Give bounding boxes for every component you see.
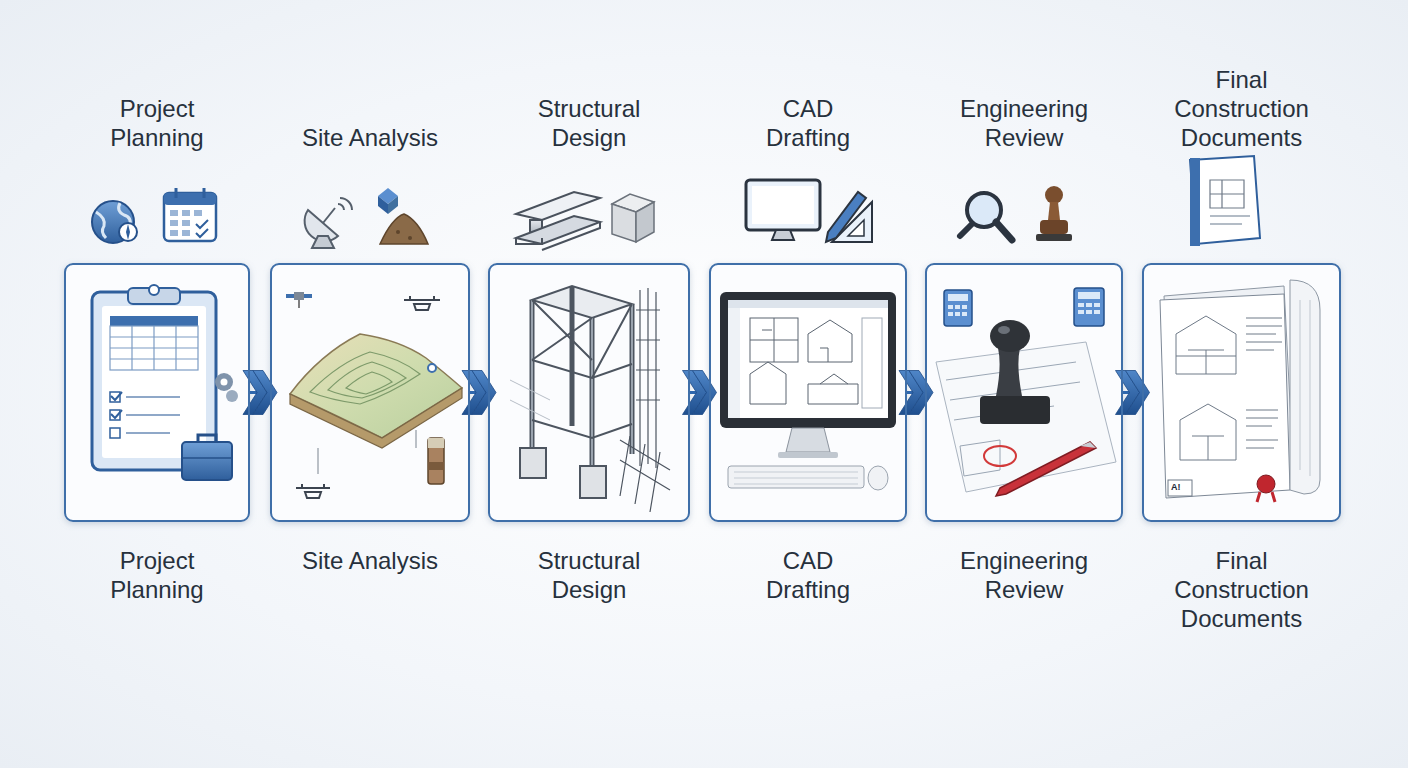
stamp-icon [1036, 186, 1072, 241]
process-panel: Project PlanningProject Planning [64, 263, 250, 522]
calculator-icon [1074, 288, 1104, 326]
computer-illustration [720, 292, 896, 490]
gear-icon [215, 373, 238, 402]
stage-heading: Site Analysis [295, 123, 445, 152]
i-beam-icon [516, 192, 600, 250]
soil-sample-icon [428, 438, 444, 484]
stage-heading: Engineering Review [949, 94, 1099, 152]
stage-caption: Site Analysis [295, 546, 445, 575]
satellite-dish-icon [305, 198, 352, 248]
drone-icon [296, 296, 440, 498]
process-panel: Structural DesignStructural Design [488, 263, 690, 522]
process-panel: CAD DraftingCAD Drafting [709, 263, 907, 522]
sheet-mark: A! [1171, 482, 1181, 492]
calculator-icon [944, 290, 972, 326]
clipboard-illustration [92, 285, 238, 480]
terrain-illustration [286, 292, 462, 498]
steel-frame-illustration [510, 286, 670, 512]
process-panel: Engineering ReviewEngineering Review [925, 263, 1123, 522]
review-illustration [936, 288, 1116, 496]
briefcase-icon [182, 435, 232, 480]
concrete-cube-icon [612, 194, 654, 242]
documents-illustration [1160, 280, 1320, 502]
chevron-connector [899, 371, 933, 415]
chevron-connector [683, 371, 717, 415]
drafting-tools-icon [826, 192, 872, 242]
satellite-icon [286, 292, 312, 308]
stage-heading: Final Construction Documents [1147, 65, 1337, 152]
monitor-icon [746, 180, 820, 240]
chevron-connector [1116, 371, 1150, 415]
magnifier-icon [960, 193, 1012, 240]
stage-heading: Project Planning [82, 94, 232, 152]
stage-caption: Final Construction Documents [1147, 546, 1337, 633]
calendar-icon [164, 188, 216, 241]
stage-caption: Structural Design [514, 546, 664, 604]
cube-and-soil-icon [378, 188, 428, 244]
process-panel: Site AnalysisSite Analysis [270, 263, 470, 522]
panel-fills [64, 263, 1341, 522]
stage-caption: CAD Drafting [738, 546, 878, 604]
stage-caption: Project Planning [82, 546, 232, 604]
chevron-connector [462, 371, 496, 415]
globe-icon [92, 201, 137, 243]
binder-icon [1190, 156, 1260, 246]
stage-heading: CAD Drafting [738, 94, 878, 152]
stage-heading: Structural Design [514, 94, 664, 152]
stage-caption: Engineering Review [949, 546, 1099, 604]
